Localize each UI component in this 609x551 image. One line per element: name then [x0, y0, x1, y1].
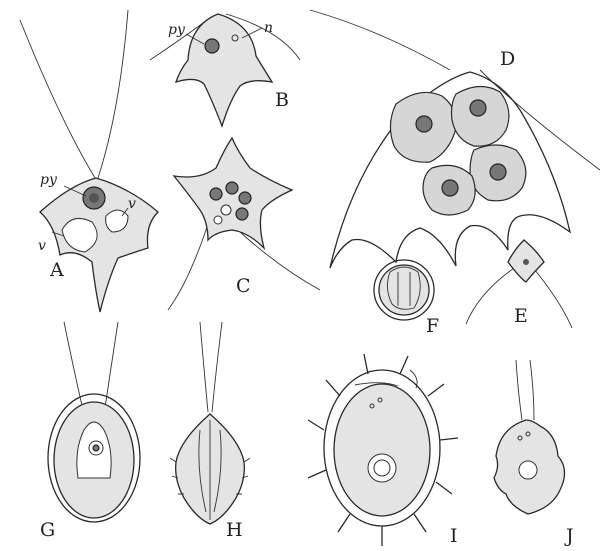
figure-label-d: D — [500, 48, 515, 70]
figure-label-e: E — [514, 305, 528, 327]
label-py-a: py — [40, 172, 58, 188]
figure-label-c: C — [236, 275, 251, 297]
cell-a — [20, 10, 158, 312]
figure-label-f: F — [426, 315, 439, 337]
figure-label-i: I — [450, 525, 458, 547]
cell-i — [308, 354, 458, 546]
label-v-a1: v — [128, 196, 136, 212]
cell-f — [374, 260, 434, 320]
cell-h — [170, 322, 250, 524]
figure-label-j: J — [564, 525, 574, 547]
figure-label-h: H — [226, 519, 243, 541]
label-py-b: py — [168, 22, 186, 38]
label-n-b: n — [264, 20, 273, 36]
cell-j — [494, 360, 565, 514]
figure-label-a: A — [49, 259, 64, 281]
cell-d — [310, 10, 600, 268]
figure-label-b: B — [275, 89, 289, 111]
label-v-a2: v — [38, 238, 46, 254]
cell-g — [48, 322, 140, 522]
figure-label-g: G — [40, 519, 55, 541]
